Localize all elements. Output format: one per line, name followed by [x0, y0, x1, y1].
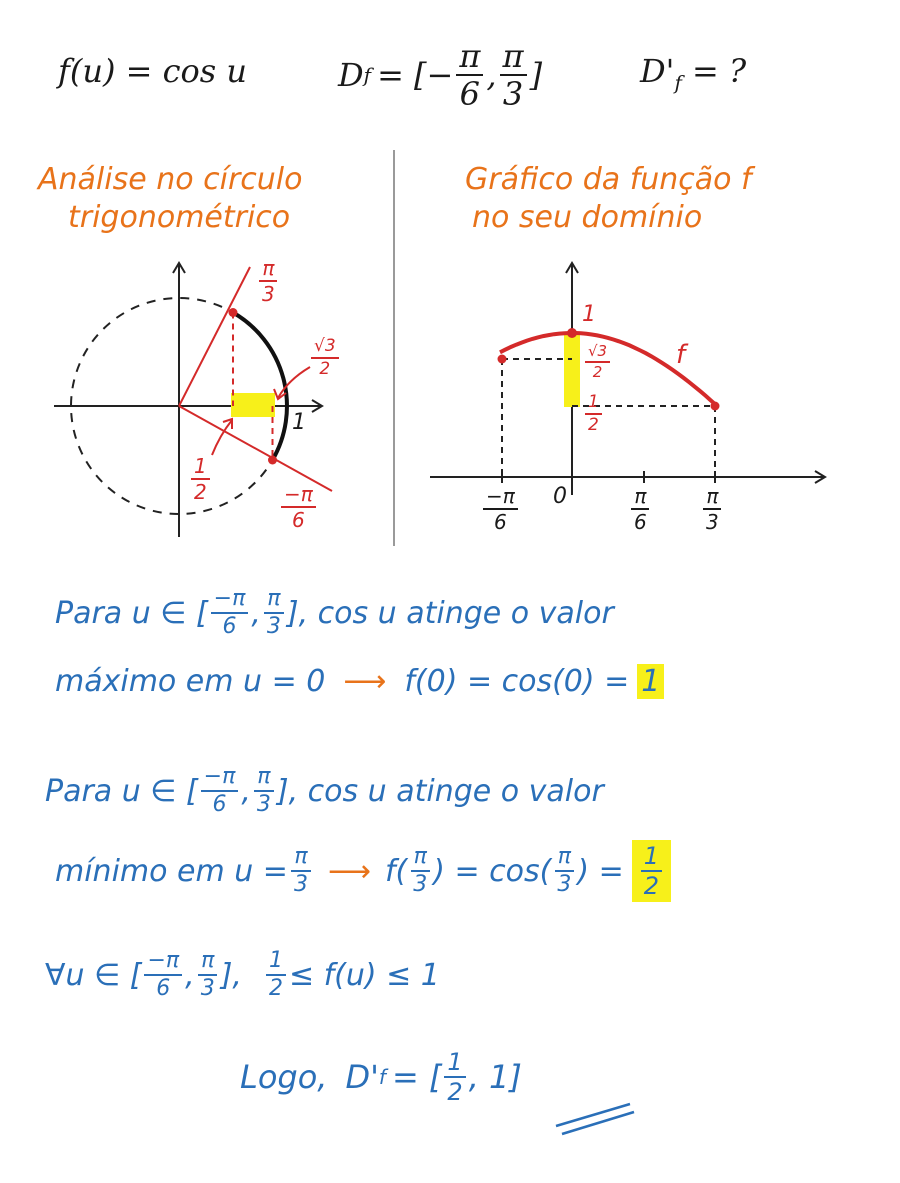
maximum-result: 1 [637, 664, 665, 699]
domain-arc [231, 310, 289, 461]
graph-label-f: f [676, 340, 686, 370]
range-question: = ? [692, 52, 747, 90]
ray-minus-pi-over-6 [178, 405, 333, 492]
highlight-interval [231, 393, 275, 417]
point-pi-over-3 [228, 308, 238, 317]
maximum-statement-line2: máximo em u = 0 ⟶ f(0) = cos(0) = 1 [55, 664, 665, 699]
arrow-min: ⟶ [327, 853, 371, 889]
tick-label-zero: 0 [553, 484, 567, 509]
conclusion-double-underline [555, 1102, 635, 1136]
domain-separator: , [486, 56, 497, 94]
right-panel-title-line2: no seu domínio [472, 200, 703, 235]
pointer-half [211, 419, 233, 456]
graph-label-one: 1 [582, 302, 596, 327]
header-function-definition: f(u) = cos u [58, 52, 247, 90]
graph-point-start [497, 354, 507, 364]
cosine-curve [499, 331, 718, 407]
graph-x-axis-arrow [814, 470, 827, 484]
range-subscript: f [674, 70, 682, 95]
y-axis-arrow [172, 261, 186, 274]
unit-circle-diagram [54, 261, 333, 537]
right-panel-title-line1: Gráfico da função f [465, 162, 752, 197]
graph-point-max [567, 328, 577, 338]
cosine-graph [430, 261, 827, 495]
x-axis-arrow [311, 399, 324, 413]
ray-pi-over-3 [178, 266, 251, 407]
domain-lower-sign: − [426, 56, 454, 94]
domain-close: ] [529, 56, 543, 94]
range-symbol: D' [640, 52, 675, 90]
domain-symbol: D [338, 56, 364, 94]
left-panel-title-line1: Análise no círculo [38, 162, 303, 197]
panel-divider [393, 150, 395, 546]
pointer-sqrt3-over-2 [277, 366, 311, 399]
graph-point-end [710, 401, 720, 411]
header-range-question: D'f = ? [640, 52, 746, 94]
domain-equals: = [ [377, 56, 427, 94]
label-unit-one: 1 [292, 410, 306, 435]
graph-highlight-range [564, 333, 580, 407]
graph-y-axis-arrow [565, 261, 579, 274]
arrow-max: ⟶ [343, 664, 387, 699]
point-minus-pi-over-6 [268, 455, 277, 465]
left-panel-title-line2: trigonométrico [68, 200, 291, 235]
domain-subscript: f [363, 63, 372, 87]
